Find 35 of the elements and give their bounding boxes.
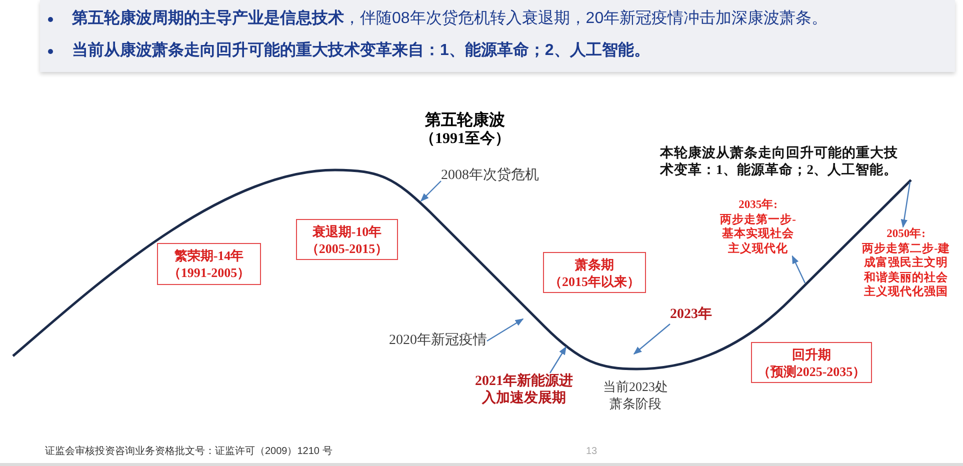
leader-arrow [420, 180, 442, 202]
bullet-text: 第五轮康波周期的主导产业是信息技术，伴随08年次贷危机转入衰退期，20年新冠疫情冲击加深康波萧条。 [72, 9, 828, 29]
annotation-text: 2021年新能源进入加速发展期 [472, 373, 576, 407]
footer-note: 证监会审核投资咨询业务资格批文号：证监许可（2009）1210 号 [45, 445, 332, 458]
stage-note: 当前2023处萧条阶段 [602, 378, 669, 412]
leader-arrow [900, 182, 911, 228]
leader-arrow [549, 346, 567, 374]
period-name: 衰退期-10年 [312, 222, 382, 240]
period-years: （预测2025-2035） [757, 362, 866, 380]
period-name: 回升期 [792, 346, 831, 362]
milestone-year: 2035年: [738, 198, 778, 212]
subtitle: （1991至今） [420, 130, 510, 148]
period-name: 繁荣期-14年 [174, 247, 244, 264]
annotation-text: 2008年次贷危机 [441, 166, 539, 186]
period-box [157, 243, 261, 285]
diagram-title: 第五轮康波 [425, 111, 505, 130]
leader-arrow [486, 318, 524, 342]
leader-arrow [792, 255, 806, 284]
milestone-text: 两步走第二步-建成富强民主文明和谐美丽的社会主义现代化强国 [862, 242, 950, 300]
milestone-year: 2050年: [886, 227, 926, 242]
period-years: （2015年以来） [549, 272, 640, 290]
page-number: 13 [586, 445, 598, 458]
period-years: （1991-2005） [168, 264, 250, 281]
period-name: 萧条期 [575, 256, 614, 272]
period-box [296, 219, 398, 260]
period-box [751, 342, 872, 383]
note-text: 本轮康波从萧条走向回升可能的重大技术变革：1、能源革命；2、人工智能。 [660, 144, 899, 178]
bullet-text: 当前从康波萧条走向回升可能的重大技术变革来自：1、能源革命；2、人工智能。 [72, 41, 650, 61]
milestone-text: 两步走第一步-基本实现社会主义现代化 [719, 212, 797, 256]
annotation-text: 2020年新冠疫情 [389, 331, 487, 351]
period-box [543, 252, 646, 293]
header-panel [40, 0, 955, 72]
leader-arrow [633, 324, 670, 355]
annotation-text: 2023年 [670, 306, 712, 324]
period-years: （2005-2015） [306, 240, 388, 256]
